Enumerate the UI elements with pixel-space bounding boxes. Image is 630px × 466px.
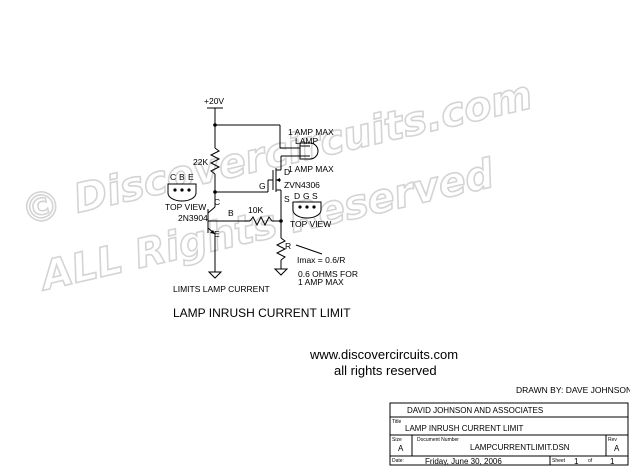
note-imax: Imax = 0.6/R	[297, 255, 345, 265]
q2-pin-s: S	[284, 194, 290, 204]
lamp-label-2: LAMP	[295, 136, 318, 146]
drawn-by: DRAWN BY: DAVE JOHNSON	[516, 385, 630, 395]
rs-arrow-line	[295, 244, 323, 255]
q1-pin-b: B	[228, 208, 234, 218]
website-url: www.discovercircuits.com	[309, 347, 458, 362]
title-block	[389, 402, 629, 466]
q2-top-view: D G S TOP VIEW	[290, 191, 331, 229]
q2-view-pin-3: S	[312, 191, 318, 201]
tb-docnum-label: Document Number	[417, 437, 459, 443]
lamp-label-3: 1 AMP MAX	[288, 164, 334, 174]
q1-part: 2N3904	[178, 213, 208, 223]
q1-view-pin-3: E	[188, 172, 194, 182]
q1-pin-e: E	[214, 229, 220, 239]
q2-pin-g: G	[259, 181, 266, 191]
lamp	[299, 142, 319, 160]
q2-view-caption: TOP VIEW	[290, 219, 331, 229]
resistor-r2	[249, 215, 273, 227]
tb-date: Friday, June 30, 2006	[425, 457, 502, 466]
r2-value: 10K	[248, 205, 263, 215]
tb-rev: A	[614, 444, 620, 453]
q1-top-view: C B E TOP VIEW	[165, 172, 206, 212]
rs-label: R	[285, 241, 291, 251]
tb-of: 1	[610, 457, 615, 466]
ground-symbol-left	[207, 271, 223, 279]
r1-value: 22K	[193, 157, 208, 167]
q2-pin-d: D	[284, 167, 290, 177]
q1-view-pin-1: C	[170, 172, 176, 182]
q2-part: ZVN4306	[284, 180, 320, 190]
q1-view-caption: TOP VIEW	[165, 202, 206, 212]
q1-view-pin-2: B	[179, 172, 185, 182]
tb-title-label: Title	[392, 419, 401, 425]
note-ohms-1: 0.6 OHMS FOR	[298, 269, 358, 279]
tb-size: A	[398, 444, 404, 453]
mosfet-q2	[272, 168, 281, 192]
tb-sheet: 1	[574, 457, 579, 466]
tb-rev-label: Rev	[608, 437, 617, 443]
junction-source	[279, 219, 283, 223]
resistor-rs	[275, 237, 287, 261]
tb-sheet-label: Sheet	[552, 458, 566, 464]
lamp-label-1: 1 AMP MAX	[288, 127, 334, 137]
tb-docnum: LAMPCURRENTLIMIT.DSN	[470, 443, 570, 452]
tb-date-label: Date:	[392, 458, 404, 464]
note-ohms-2: 1 AMP MAX	[298, 277, 344, 287]
supply-label: +20V	[204, 96, 224, 106]
tb-title: LAMP INRUSH CURRENT LIMIT	[405, 424, 524, 433]
watermark: © Discovercircuits.com ALL Rights Reserv…	[16, 72, 537, 302]
note-limits: LIMITS LAMP CURRENT	[173, 284, 270, 294]
ground-symbol-right	[273, 268, 289, 276]
resistor-r1	[209, 147, 221, 175]
q1-pin-c: C	[214, 197, 220, 207]
tb-company: DAVID JOHNSON AND ASSOCIATES	[407, 406, 543, 415]
tb-of-label: of	[588, 458, 593, 464]
circuit-title: LAMP INRUSH CURRENT LIMIT	[173, 306, 351, 320]
q2-view-pin-1: D	[294, 191, 300, 201]
q2-view-pin-2: G	[303, 191, 310, 201]
tb-size-label: Size	[392, 437, 402, 443]
website-rights: all rights reserved	[334, 363, 437, 378]
